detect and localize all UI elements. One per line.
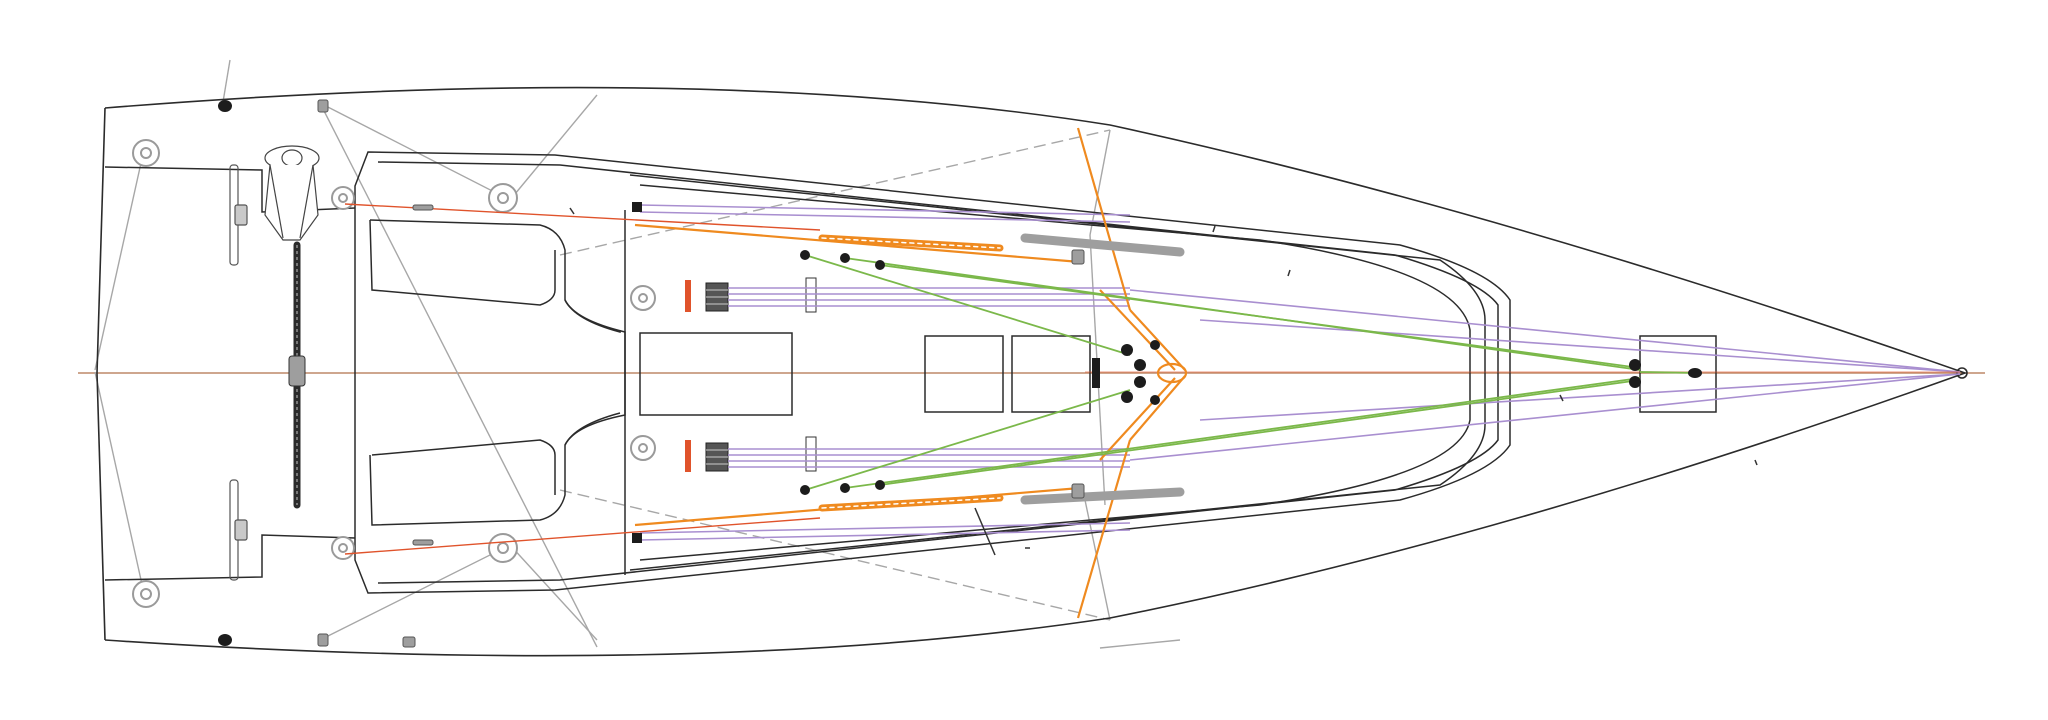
control-lines [639,204,1961,541]
cockpit-benches [369,210,626,575]
sheet-cars [317,99,1085,648]
deck-markers [569,207,1758,556]
winch-cabintop-port [630,285,656,311]
rope-clutches [685,277,817,472]
winch-aft-port [132,139,160,167]
mainsheet-traveller [288,241,306,509]
cockpit-outline [104,151,1511,594]
helm-figure [264,145,320,241]
forward-hatch-2 [1011,335,1091,413]
winch-cabintop-stbd [630,435,656,461]
headsail-sheets [634,127,1188,619]
forward-hatch-1 [924,335,1004,413]
hull-outline [96,86,1968,657]
deck-hatches [639,332,1717,416]
winch-secondary-port [488,183,518,213]
jib-tracks [818,233,1185,512]
winch-primary-port [331,186,355,210]
rudder-mounts [229,164,248,581]
forward-hatch-3 [1639,335,1717,413]
rigging-lines [94,59,1181,649]
winch-primary-stbd [331,536,355,560]
companionway-hatch [639,332,793,416]
deck-hardware [218,100,1702,646]
winch-secondary-stbd [488,533,518,563]
bow-fitting [1956,367,1968,379]
halyards [344,203,1960,555]
winch-aft-stbd [132,580,160,608]
